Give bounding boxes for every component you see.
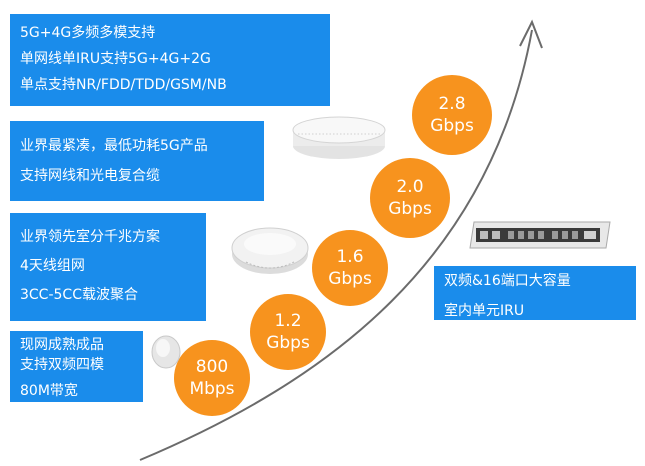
feature-box-iru: 双频&16端口大容量 室内单元IRU (434, 266, 636, 320)
feature-box-compact: 业界最紧凑，最低功耗5G产品 支持网线和光电复合缆 (10, 121, 264, 201)
feature-line: 单网线单IRU支持5G+4G+2G (20, 51, 211, 67)
feature-line: 室内单元IRU (444, 303, 525, 319)
feature-box-mature: 现网成熟成品 支持双频四模 80M带宽 (10, 331, 143, 402)
feature-line: 业界最紧凑，最低功耗5G产品 (20, 138, 208, 154)
feature-line: 业界领先室分千兆方案 (20, 229, 160, 245)
speed-unit: Gbps (266, 333, 310, 353)
feature-line: 3CC-5CC载波聚合 (20, 287, 138, 303)
feature-line: 单点支持NR/FDD/TDD/GSM/NB (20, 77, 227, 93)
feature-line: 支持网线和光电复合缆 (20, 168, 160, 184)
flat-ceiling-ap-icon (292, 116, 386, 159)
small-dome-icon (151, 335, 181, 369)
speed-circle-1-6: 1.6 Gbps (312, 230, 388, 306)
feature-box-multimode: 5G+4G多频多模支持 单网线单IRU支持5G+4G+2G 单点支持NR/FDD… (10, 14, 330, 106)
feature-box-gigabit: 业界领先室分千兆方案 4天线组网 3CC-5CC载波聚合 (10, 213, 206, 321)
speed-circle-2-8: 2.8 Gbps (412, 75, 492, 155)
speed-value: 2.0 (396, 177, 424, 197)
feature-line: 4天线组网 (20, 258, 85, 274)
speed-unit: Gbps (388, 199, 432, 219)
speed-circle-800: 800 Mbps (174, 340, 250, 416)
speed-value: 800 (195, 357, 229, 377)
speed-circle-2-0: 2.0 Gbps (370, 158, 450, 238)
speed-unit: Gbps (328, 269, 372, 289)
rack-iru-icon (469, 221, 611, 249)
speed-unit: Mbps (189, 379, 235, 399)
round-ap-icon (231, 227, 309, 274)
feature-line: 现网成熟成品 (20, 337, 104, 353)
feature-line: 80M带宽 (20, 383, 78, 399)
feature-line: 双频&16端口大容量 (444, 273, 571, 289)
speed-value: 1.6 (336, 247, 364, 267)
speed-value: 1.2 (274, 311, 302, 331)
feature-line: 支持双频四模 (20, 357, 104, 373)
feature-line: 5G+4G多频多模支持 (20, 25, 156, 41)
speed-unit: Gbps (430, 116, 474, 136)
speed-value: 2.8 (438, 94, 466, 114)
speed-circle-1-2: 1.2 Gbps (250, 294, 326, 370)
